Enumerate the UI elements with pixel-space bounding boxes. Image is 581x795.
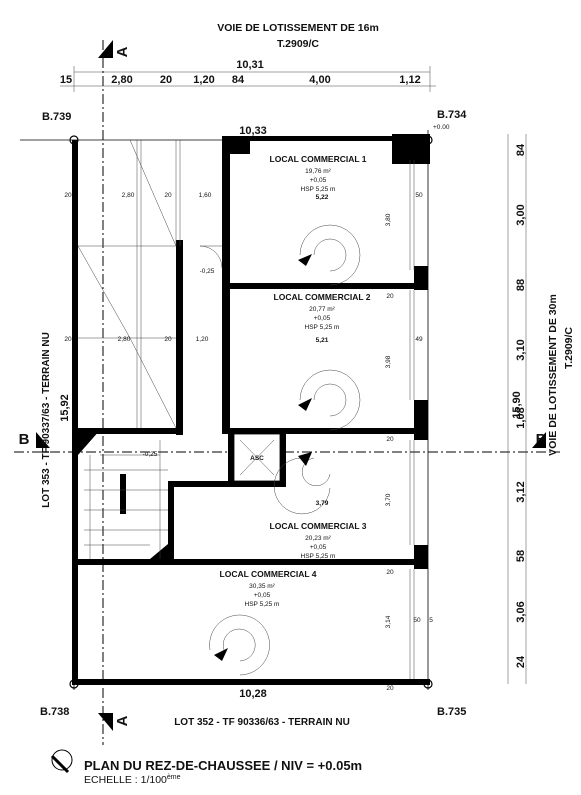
section-a-label-bottom: A bbox=[114, 715, 131, 726]
room-2-height: 3,98 bbox=[385, 355, 392, 368]
section-b-arrow-left bbox=[36, 432, 50, 448]
stair-dim-w2: 1,60 bbox=[199, 192, 212, 199]
section-a-label-top: A bbox=[114, 46, 131, 57]
stair-dim-w4: 1,20 bbox=[196, 336, 209, 343]
section-b-arrow-right bbox=[532, 432, 546, 448]
walls bbox=[72, 134, 430, 685]
room-3-level: +0,05 bbox=[310, 544, 327, 551]
top-dim-1: 15 bbox=[60, 74, 72, 86]
right-dim-1: 84 bbox=[515, 143, 527, 156]
stair-level-2: -0,25 bbox=[143, 451, 158, 458]
bottom-lot-label: LOT 352 - TF 90336/63 - TERRAIN NU bbox=[174, 717, 350, 728]
total-width-dim: 10,31 bbox=[236, 59, 264, 71]
right-dim-7: 58 bbox=[515, 550, 527, 562]
section-a-arrow-top bbox=[98, 40, 113, 58]
right-road-name: VOIE DE LOTISSEMENT DE 30m bbox=[547, 294, 559, 456]
room-2-level: +0,05 bbox=[314, 315, 331, 322]
spiral-stair-4 bbox=[209, 614, 270, 676]
top-dim-4: 1,20 bbox=[193, 74, 214, 86]
wall-mark-12: 5 bbox=[429, 617, 433, 624]
right-dim-2: 3,00 bbox=[515, 204, 527, 225]
room-commercial-4: LOCAL COMMERCIAL 4 30,35 m² +0,05 HSP 5,… bbox=[220, 569, 392, 628]
left-lot-label: LOT 353 - TF 90337/63 - TERRAIN NU bbox=[41, 332, 52, 508]
corner-label-tr: B.734 bbox=[437, 109, 467, 121]
top-inner-dim: 10,33 bbox=[239, 125, 267, 137]
spiral-stair-1 bbox=[298, 224, 361, 286]
right-total-dim: 15,90 bbox=[511, 391, 523, 419]
right-road-ref: T.2909/C bbox=[563, 327, 575, 369]
room-2-hsp: HSP 5,25 m bbox=[305, 324, 340, 331]
facade-glazing bbox=[409, 160, 415, 679]
stair-dim-w3: 2,80 bbox=[118, 336, 131, 343]
room-1-hsp: HSP 5,25 m bbox=[301, 186, 336, 193]
top-dim-3: 20 bbox=[160, 74, 172, 86]
wall-mark-6: 20 bbox=[386, 436, 394, 443]
room-commercial-1: LOCAL COMMERCIAL 1 19,76 m² +0,05 HSP 5,… bbox=[270, 154, 392, 226]
top-dim-6: 4,00 bbox=[309, 74, 330, 86]
stairwell-lines bbox=[77, 139, 223, 559]
section-a-arrow-bottom bbox=[98, 713, 113, 731]
wall-mark-9: 50 bbox=[415, 192, 423, 199]
room-4-name: LOCAL COMMERCIAL 4 bbox=[220, 569, 317, 579]
room-2-width: 5,21 bbox=[316, 337, 329, 344]
wall-mark-8: 20 bbox=[386, 685, 394, 692]
right-dim-6: 3,12 bbox=[515, 481, 527, 502]
wall-mark-5: 20 bbox=[386, 293, 394, 300]
right-dimension-lines bbox=[507, 134, 527, 684]
room-commercial-3: 3,79 LOCAL COMMERCIAL 3 20,23 m² +0,05 H… bbox=[270, 500, 367, 560]
corner-level-tr: +0.00 bbox=[433, 124, 450, 131]
room-3-name: LOCAL COMMERCIAL 3 bbox=[270, 521, 367, 531]
top-dimension-lines bbox=[60, 66, 436, 92]
top-road-ref: T.2909/C bbox=[277, 38, 319, 50]
wall-mark-10: 49 bbox=[415, 336, 423, 343]
bottom-inner-dim: 10,28 bbox=[239, 688, 267, 700]
right-dim-5: 1,08 bbox=[515, 407, 527, 428]
wall-mark-1: 20 bbox=[64, 192, 72, 199]
north-symbol-icon bbox=[51, 749, 73, 771]
corner-label-bl: B.738 bbox=[40, 706, 69, 718]
plan-scale: ECHELLE : 1/100ème bbox=[84, 774, 181, 786]
elevator-label: ASC bbox=[250, 455, 264, 462]
wall-mark-7: 20 bbox=[386, 569, 394, 576]
wall-mark-2: 20 bbox=[164, 192, 172, 199]
plan-title: PLAN DU REZ-DE-CHAUSSEE / NIV = +0.05m bbox=[84, 758, 362, 773]
spiral-stair-2 bbox=[298, 369, 361, 431]
right-dim-9: 24 bbox=[515, 655, 527, 668]
top-dim-2: 2,80 bbox=[111, 74, 132, 86]
room-3-area: 20,23 m² bbox=[305, 535, 331, 542]
wall-mark-11: 50 bbox=[413, 617, 421, 624]
corner-label-tl: B.739 bbox=[42, 111, 71, 123]
wall-mark-3: 20 bbox=[64, 336, 72, 343]
room-4-level: +0,05 bbox=[254, 592, 271, 599]
room-3-width: 3,79 bbox=[316, 500, 329, 507]
title-block: PLAN DU REZ-DE-CHAUSSEE / NIV = +0.05m E… bbox=[50, 749, 362, 786]
room-4-area: 30,35 m² bbox=[249, 583, 275, 590]
room-3-hsp: HSP 5,25 m bbox=[301, 553, 336, 560]
room-4-hsp: HSP 5,25 m bbox=[245, 601, 280, 608]
top-dim-5: 84 bbox=[232, 74, 245, 86]
room-1-height: 3,80 bbox=[385, 213, 392, 226]
stair-level: -0,25 bbox=[200, 268, 215, 275]
room-1-width: 5,22 bbox=[316, 194, 329, 201]
top-road-name: VOIE DE LOTISSEMENT DE 16m bbox=[217, 22, 379, 34]
room-commercial-2: LOCAL COMMERCIAL 2 20,77 m² +0,05 HSP 5,… bbox=[274, 292, 392, 368]
room-2-name: LOCAL COMMERCIAL 2 bbox=[274, 292, 371, 302]
room-1-area: 19,76 m² bbox=[305, 168, 331, 175]
wall-mark-13: 3,70 bbox=[385, 493, 392, 506]
room-1-level: +0,05 bbox=[310, 177, 327, 184]
right-dim-8: 3,06 bbox=[515, 601, 527, 622]
left-total-dim: 15,92 bbox=[59, 394, 71, 422]
spiral-stair-3 bbox=[273, 452, 331, 515]
right-dim-4: 3,10 bbox=[515, 339, 527, 360]
stair-dim-w1: 2,80 bbox=[122, 192, 135, 199]
corner-label-br: B.735 bbox=[437, 706, 466, 718]
room-4-height: 3,14 bbox=[385, 615, 392, 628]
room-2-area: 20,77 m² bbox=[309, 306, 335, 313]
top-dim-7: 1,12 bbox=[399, 74, 420, 86]
section-b-label-left: B bbox=[19, 431, 30, 448]
right-dim-3: 88 bbox=[515, 279, 527, 291]
wall-mark-4: 20 bbox=[164, 336, 172, 343]
room-1-name: LOCAL COMMERCIAL 1 bbox=[270, 154, 367, 164]
